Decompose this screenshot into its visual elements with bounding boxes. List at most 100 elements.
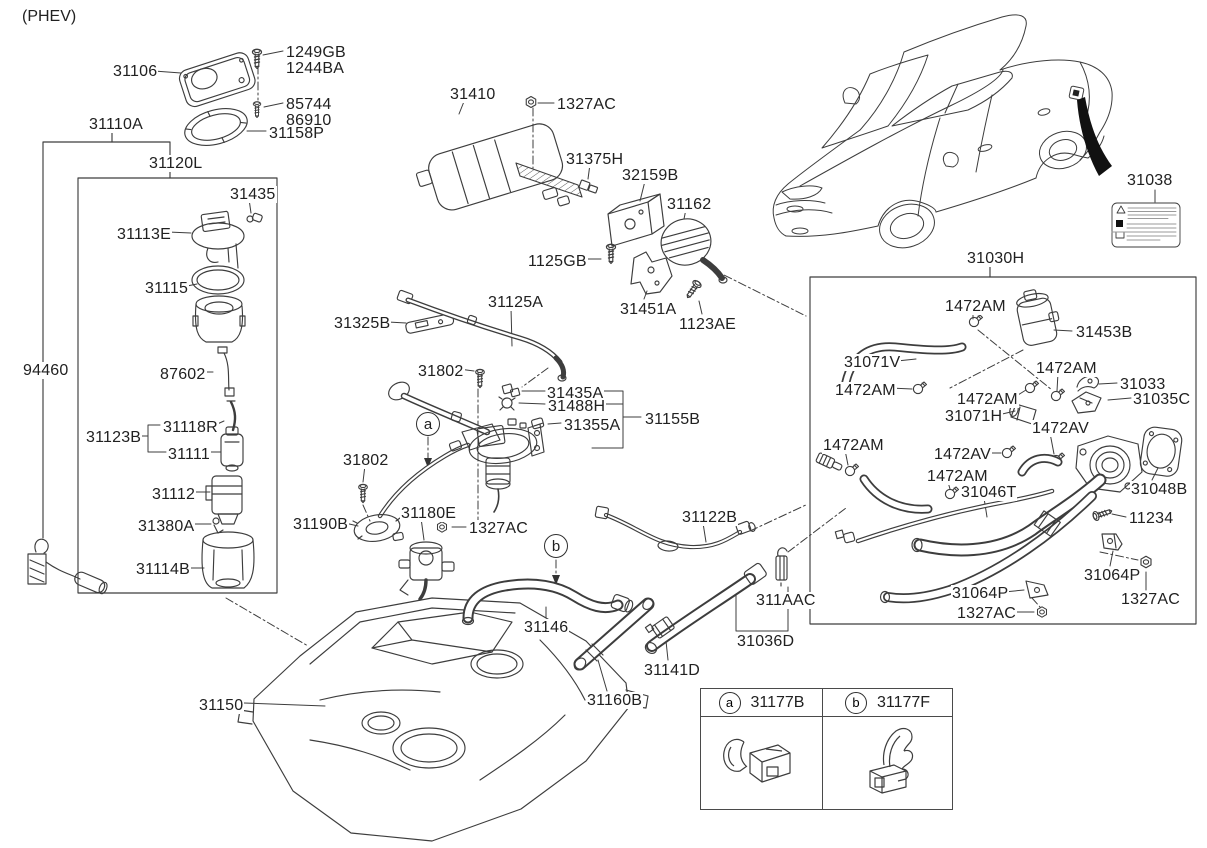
part-label-11234: 11234 xyxy=(1128,510,1175,527)
part-label-87602: 87602 xyxy=(159,366,207,383)
part-label-31033: 31033 xyxy=(1119,376,1167,393)
part-label-1327AC-left: 1327AC xyxy=(956,605,1018,622)
part-label-31035C: 31035C xyxy=(1132,391,1192,408)
part-label-31118R: 31118R xyxy=(162,419,219,436)
clip-legend-table: a 31177B b 31177F xyxy=(700,688,953,810)
aux-pump-drawing xyxy=(461,383,545,513)
canister-drawing xyxy=(415,95,599,211)
legend-cell-clip-b xyxy=(823,717,952,809)
fuel-tank-drawing xyxy=(237,597,649,842)
part-label-31453B: 31453B xyxy=(1075,324,1134,341)
sensor-cable-31122B-drawing xyxy=(594,505,756,552)
construction-dashed-lines xyxy=(225,65,1139,647)
part-label-31488H: 31488H xyxy=(547,398,607,415)
clip-a-drawing xyxy=(722,738,791,783)
part-label-31160B: 31160B xyxy=(586,692,644,709)
vapor-valve-drawing xyxy=(398,541,455,601)
bracket-31110A xyxy=(42,128,171,539)
nut-1327AC-left xyxy=(1036,606,1048,618)
legend-callout-a: a xyxy=(718,691,741,714)
part-label-31106: 31106 xyxy=(112,63,159,80)
gasket-ring-drawing xyxy=(184,108,248,146)
legend-part-31177B: 31177B xyxy=(750,693,805,711)
part-label-1125GB: 1125GB xyxy=(527,253,588,270)
clamp-1472AM-2 xyxy=(912,381,928,395)
part-label-1472AV-2: 1472AV xyxy=(933,446,992,463)
part-label-31120L: 31120L xyxy=(148,155,204,172)
canister-close-valve-31453B-drawing xyxy=(1016,289,1060,346)
part-label-31036D: 31036D xyxy=(736,633,796,650)
filler-hose-31146-drawing xyxy=(461,578,634,626)
callout-b: b xyxy=(544,534,568,558)
part-label-31071H: 31071H xyxy=(944,408,1004,425)
part-label-31038: 31038 xyxy=(1126,172,1174,189)
part-label-31451A: 31451A xyxy=(619,301,678,318)
part-label-31122B: 31122B xyxy=(681,509,739,526)
clamp-1472AM-6 xyxy=(944,486,960,500)
part-label-31180E: 31180E xyxy=(400,505,458,522)
bolt-11234 xyxy=(1091,505,1114,522)
part-label-1249GB: 1249GB xyxy=(285,44,347,61)
part-label-31410: 31410 xyxy=(449,86,497,103)
valve-bracket-drawing xyxy=(630,251,673,295)
clamp-1472AM-5 xyxy=(844,463,860,477)
part-label-1472AM-2: 1472AM xyxy=(834,382,897,399)
filler-neck-hose-31036D-drawing xyxy=(644,562,767,655)
part-label-31113E: 31113E xyxy=(116,226,172,243)
part-label-31030H: 31030H xyxy=(966,250,1026,267)
nut-1327AC-right xyxy=(1140,555,1152,569)
part-label-31046T: 31046T xyxy=(960,484,1018,501)
clamp-31064P-left-drawing xyxy=(1025,580,1049,599)
part-label-32159B: 32159B xyxy=(621,167,680,184)
part-label-1123AE: 1123AE xyxy=(678,316,737,333)
assembly-box-31030H xyxy=(809,265,1197,625)
legend-header-b: b 31177F xyxy=(823,689,952,717)
part-label-1472AM-5: 1472AM xyxy=(822,437,885,454)
part-label-31064P-left: 31064P xyxy=(951,585,1010,602)
filler-pipe-hose-31160B-drawing xyxy=(573,597,655,671)
clamp-31064P-right-drawing xyxy=(1101,533,1123,551)
part-label-31125A: 31125A xyxy=(487,294,545,311)
legend-part-31177F: 31177F xyxy=(876,693,931,711)
callout-arrows xyxy=(424,458,560,585)
part-label-85744: 85744 xyxy=(285,96,333,113)
part-label-1327AC-valve: 1327AC xyxy=(468,520,530,537)
variant-label: (PHEV) xyxy=(22,8,77,25)
callout-a: a xyxy=(416,412,440,436)
part-label-1327AC-canister: 1327AC xyxy=(556,96,618,113)
legend-header-a: a 31177B xyxy=(701,689,823,717)
part-label-94460: 94460 xyxy=(22,362,70,379)
clamp-1472AM-4 xyxy=(1024,380,1040,394)
fuel-pump-module-drawing xyxy=(191,210,263,589)
legend-cell-clip-a xyxy=(701,717,823,809)
part-label-31355A: 31355A xyxy=(563,417,622,434)
part-label-31802-upper: 31802 xyxy=(417,363,465,380)
canister-bracket-drawing xyxy=(605,193,665,265)
screw-31802-lower xyxy=(358,483,368,504)
fuel-door-pointer-wedge xyxy=(1077,97,1112,176)
part-label-31435A: 31435A xyxy=(546,385,605,402)
short-elbow-hose-drawing xyxy=(1017,453,1063,477)
part-label-1472AM-4: 1472AM xyxy=(956,391,1019,408)
pump-ring-drawing xyxy=(352,514,404,542)
fuel-tube-assembly-drawing xyxy=(377,289,567,519)
clamp-1472AM-3 xyxy=(1050,388,1066,402)
gasket-31048B-drawing xyxy=(1139,426,1183,477)
part-label-31325B: 31325B xyxy=(333,315,392,332)
part-label-31114B: 31114B xyxy=(135,561,191,578)
clamp-1472AV-2 xyxy=(1001,445,1017,459)
filler-neck-pipes-drawing xyxy=(815,452,1107,604)
part-label-86910: 86910 xyxy=(285,112,333,129)
clamp-1472AM-1 xyxy=(968,314,984,328)
clamp-311AAC-drawing xyxy=(775,547,788,587)
part-label-1472AV-1: 1472AV xyxy=(1031,420,1090,437)
part-label-31802-lower: 31802 xyxy=(342,452,390,469)
caution-label-drawing xyxy=(1111,202,1181,248)
part-label-31048B: 31048B xyxy=(1130,481,1189,498)
part-label-31190B: 31190B xyxy=(292,516,350,533)
filler-head-drawing xyxy=(1075,435,1143,493)
part-label-31380A: 31380A xyxy=(137,518,196,535)
air-filter-drawing xyxy=(660,218,728,301)
